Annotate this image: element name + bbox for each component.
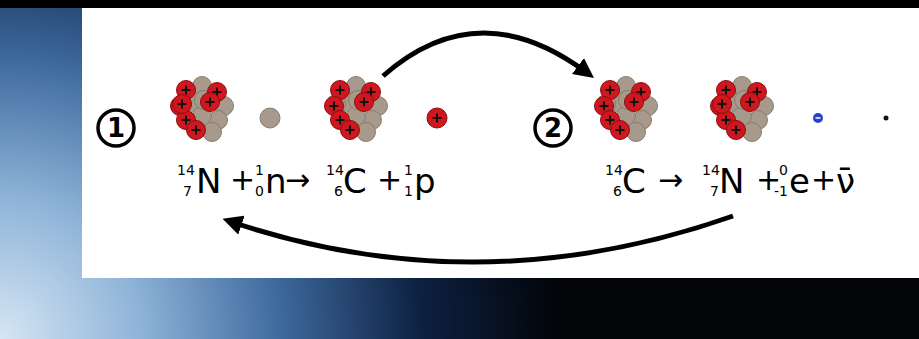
top-strip <box>0 0 919 8</box>
particle-symbol: n <box>265 164 287 198</box>
proton <box>173 95 192 114</box>
proton <box>201 93 220 112</box>
equation-operator: + <box>230 165 255 195</box>
proton <box>625 93 644 112</box>
equation-operator: → <box>285 165 310 195</box>
charge-plus <box>192 126 201 135</box>
nuclide-index: 6 <box>334 184 343 198</box>
proton <box>355 93 374 112</box>
particle-symbol: ν̄ <box>836 164 855 198</box>
antineutrino <box>884 116 889 121</box>
nuclide-index: 14 <box>177 163 195 177</box>
callout-number: 2 <box>535 110 571 146</box>
nuclide-index: -1 <box>774 184 788 198</box>
equation-operator: + <box>377 165 402 195</box>
cycle-arrow <box>383 33 586 76</box>
callout-circle <box>98 110 134 146</box>
nuclide-index: 6 <box>613 184 622 198</box>
charge-plus <box>606 86 615 95</box>
nuclide-index: 14 <box>702 163 720 177</box>
charge-plus <box>630 98 639 107</box>
proton <box>187 121 206 140</box>
charge-plus <box>746 98 755 107</box>
nuclide-index: 7 <box>183 184 192 198</box>
proton <box>611 121 630 140</box>
nuclide-index: 14 <box>326 163 344 177</box>
callout-circle <box>535 110 571 146</box>
charge-plus <box>616 126 625 135</box>
nuclide-index: 1 <box>255 163 264 177</box>
nuclide-index: 7 <box>710 184 719 198</box>
cycle-arrow <box>232 216 733 262</box>
charge-plus <box>722 86 731 95</box>
nuclide-index: 14 <box>605 163 623 177</box>
particle-symbol: p <box>414 164 436 198</box>
particle-symbol: C <box>343 164 367 198</box>
nuclide-index: 1 <box>404 184 413 198</box>
callout-number: 1 <box>98 110 134 146</box>
charge-plus <box>330 102 339 111</box>
nuclide-index: 1 <box>404 163 413 177</box>
equation-operator: + <box>811 165 836 195</box>
charge-minus <box>816 117 821 119</box>
charge-plus <box>206 98 215 107</box>
particle-symbol: e <box>789 164 810 198</box>
charge-plus <box>182 86 191 95</box>
proton <box>741 93 760 112</box>
equation-operator: → <box>658 165 683 195</box>
particle-symbol: N <box>196 164 221 198</box>
nuclide-index: 0 <box>255 184 264 198</box>
proton <box>713 95 732 114</box>
neutron <box>260 108 280 128</box>
charge-plus <box>732 126 741 135</box>
charge-plus <box>600 102 609 111</box>
proton <box>427 108 447 128</box>
proton <box>727 121 746 140</box>
charge-plus <box>346 126 355 135</box>
proton <box>341 121 360 140</box>
charge-plus <box>718 100 727 109</box>
charge-plus <box>360 98 369 107</box>
electron <box>813 113 823 123</box>
charge-plus <box>433 114 442 123</box>
particle-symbol: N <box>719 164 744 198</box>
white-panel <box>82 8 919 278</box>
charge-plus <box>336 86 345 95</box>
charge-plus <box>178 100 187 109</box>
particle-symbol: C <box>622 164 646 198</box>
nuclide-index: 0 <box>779 163 788 177</box>
